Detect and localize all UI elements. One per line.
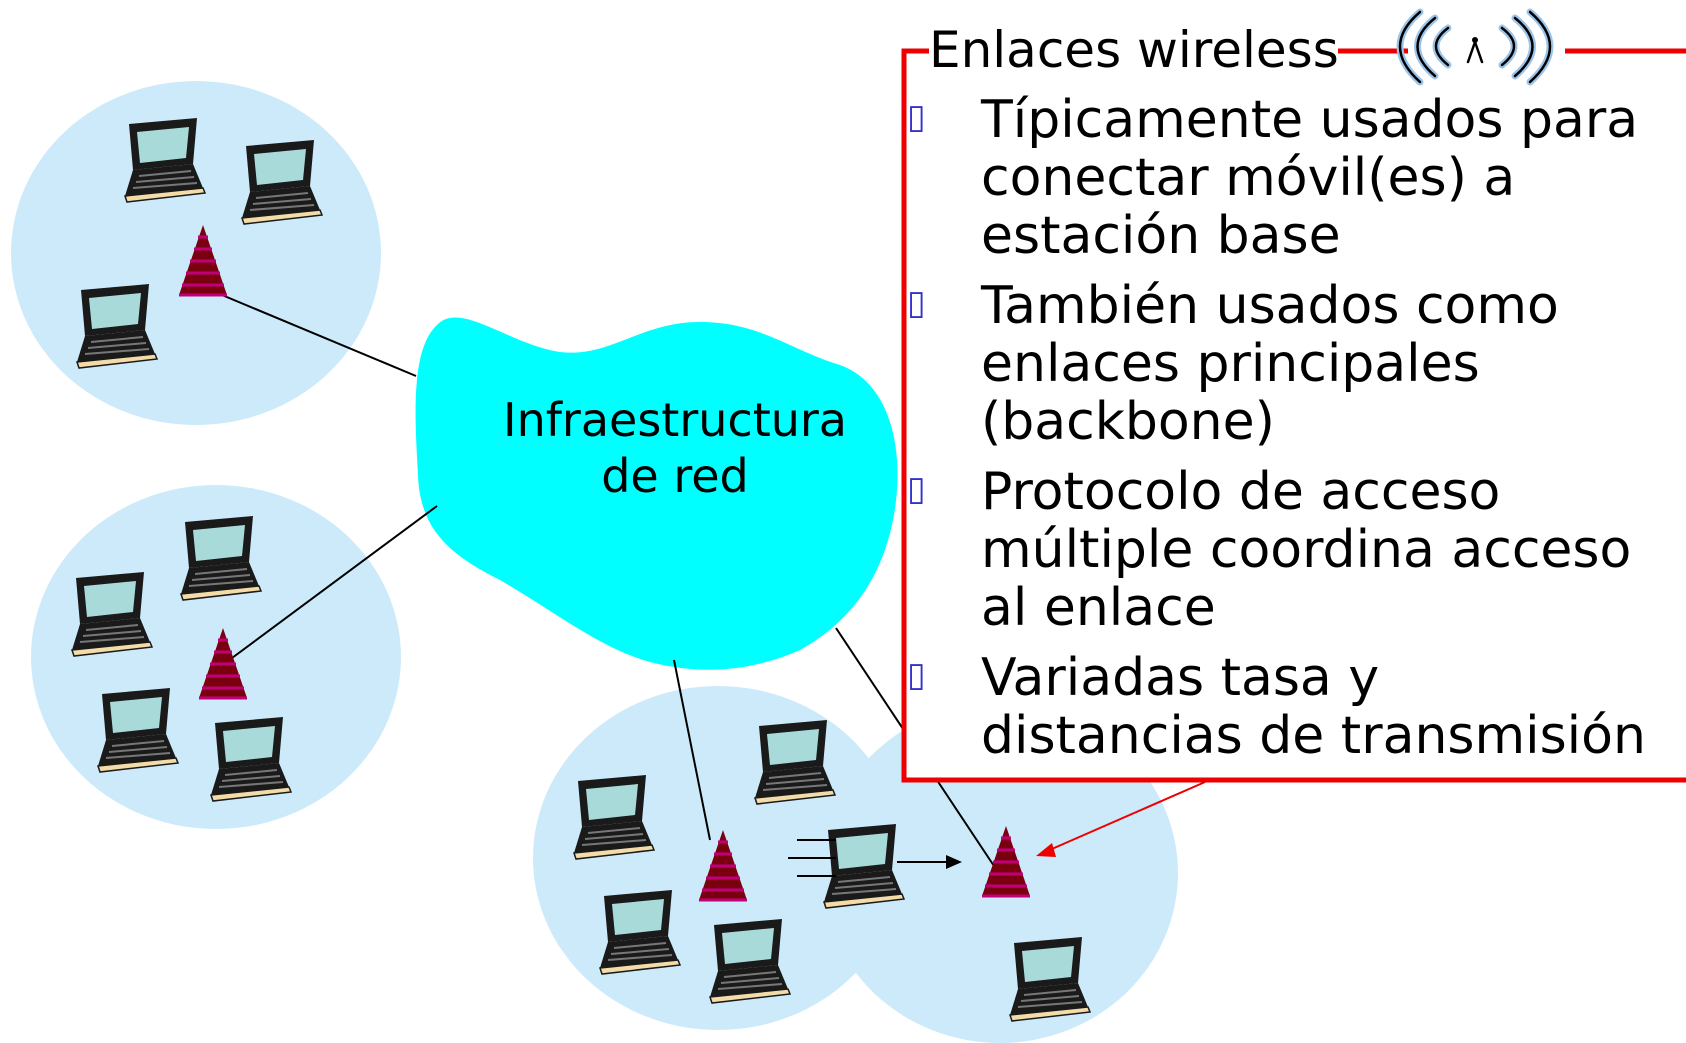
laptop-icon bbox=[573, 774, 655, 860]
motion-lines bbox=[788, 839, 836, 877]
bullet-3-line-2: múltiple coordina acceso bbox=[981, 520, 1631, 580]
laptop-icon bbox=[180, 515, 262, 601]
laptop-icon bbox=[71, 571, 153, 657]
wireless-signal-icon bbox=[1396, 8, 1554, 86]
movement-arrowhead bbox=[946, 855, 962, 869]
bullet-1-line-3: estación base bbox=[981, 206, 1341, 266]
laptop-icon bbox=[599, 889, 681, 975]
bullet-4-line-2: distancias de transmisión bbox=[981, 706, 1646, 766]
bullet-icon: ▯ bbox=[907, 655, 926, 695]
link-bottom-left bbox=[673, 659, 711, 841]
link-middle-left bbox=[231, 505, 438, 659]
bullet-icon: ▯ bbox=[907, 469, 926, 509]
network-cloud bbox=[415, 317, 898, 670]
bullet-1-line-1: Típicamente usados para bbox=[980, 90, 1638, 150]
cloud-label-line1: Infraestructura bbox=[503, 393, 847, 447]
callout-title: Enlaces wireless bbox=[929, 21, 1339, 79]
bullet-2-line-3: (backbone) bbox=[981, 392, 1275, 452]
laptop-icon bbox=[210, 716, 292, 802]
bullet-4-line-1: Variadas tasa y bbox=[981, 648, 1379, 708]
callout-pointer-head bbox=[1036, 843, 1056, 857]
bullet-3-line-3: al enlace bbox=[981, 578, 1216, 638]
laptop-icon bbox=[709, 918, 791, 1004]
callout-pointer bbox=[1044, 781, 1206, 853]
laptop-icon bbox=[1009, 936, 1091, 1022]
laptop-icon bbox=[124, 117, 206, 203]
bullet-icon: ▯ bbox=[907, 97, 926, 137]
laptop-icon bbox=[76, 283, 158, 369]
link-top-left bbox=[209, 289, 417, 377]
moving-laptop-icon bbox=[823, 823, 905, 909]
callout-box bbox=[901, 48, 1686, 783]
bullet-2-line-1: También usados como bbox=[980, 276, 1559, 336]
bullet-2-line-2: enlaces principales bbox=[981, 334, 1480, 394]
bullet-1-line-2: conectar móvil(es) a bbox=[981, 148, 1515, 208]
laptop-icon bbox=[754, 719, 836, 805]
cloud-label-line2: de red bbox=[601, 449, 749, 503]
bullet-icon: ▯ bbox=[907, 283, 926, 323]
laptop-icon bbox=[97, 687, 179, 773]
laptop-icon bbox=[241, 139, 323, 225]
bullet-3-line-1: Protocolo de acceso bbox=[981, 462, 1500, 522]
